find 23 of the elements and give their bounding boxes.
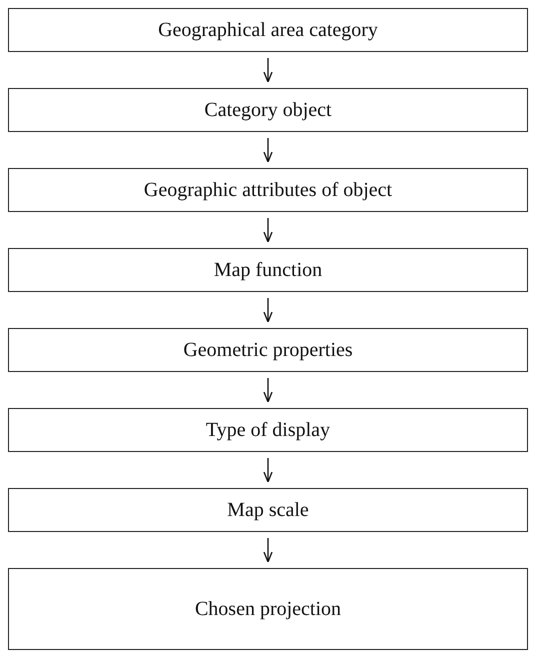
process-box [8,488,528,532]
process-box [8,8,528,52]
arrow [263,458,273,483]
process-box [8,168,528,212]
process-box [8,88,528,132]
box-label: Geographical area category [158,18,378,42]
arrow [263,538,273,563]
arrow [263,58,273,83]
box-label: Map function [214,258,322,282]
arrow [263,218,273,243]
process-box [8,568,528,650]
process-box [8,248,528,292]
arrow [263,378,273,403]
box-label: Type of display [206,418,330,442]
arrow [263,138,273,163]
box-label: Geometric properties [183,338,353,362]
box-label: Chosen projection [194,598,342,620]
box-label: Geographic attributes of object [144,178,392,202]
arrow [263,298,273,323]
box-label: Category object [204,98,332,122]
process-box [8,328,528,372]
box-label: Map scale [227,498,309,522]
process-box [8,408,528,452]
